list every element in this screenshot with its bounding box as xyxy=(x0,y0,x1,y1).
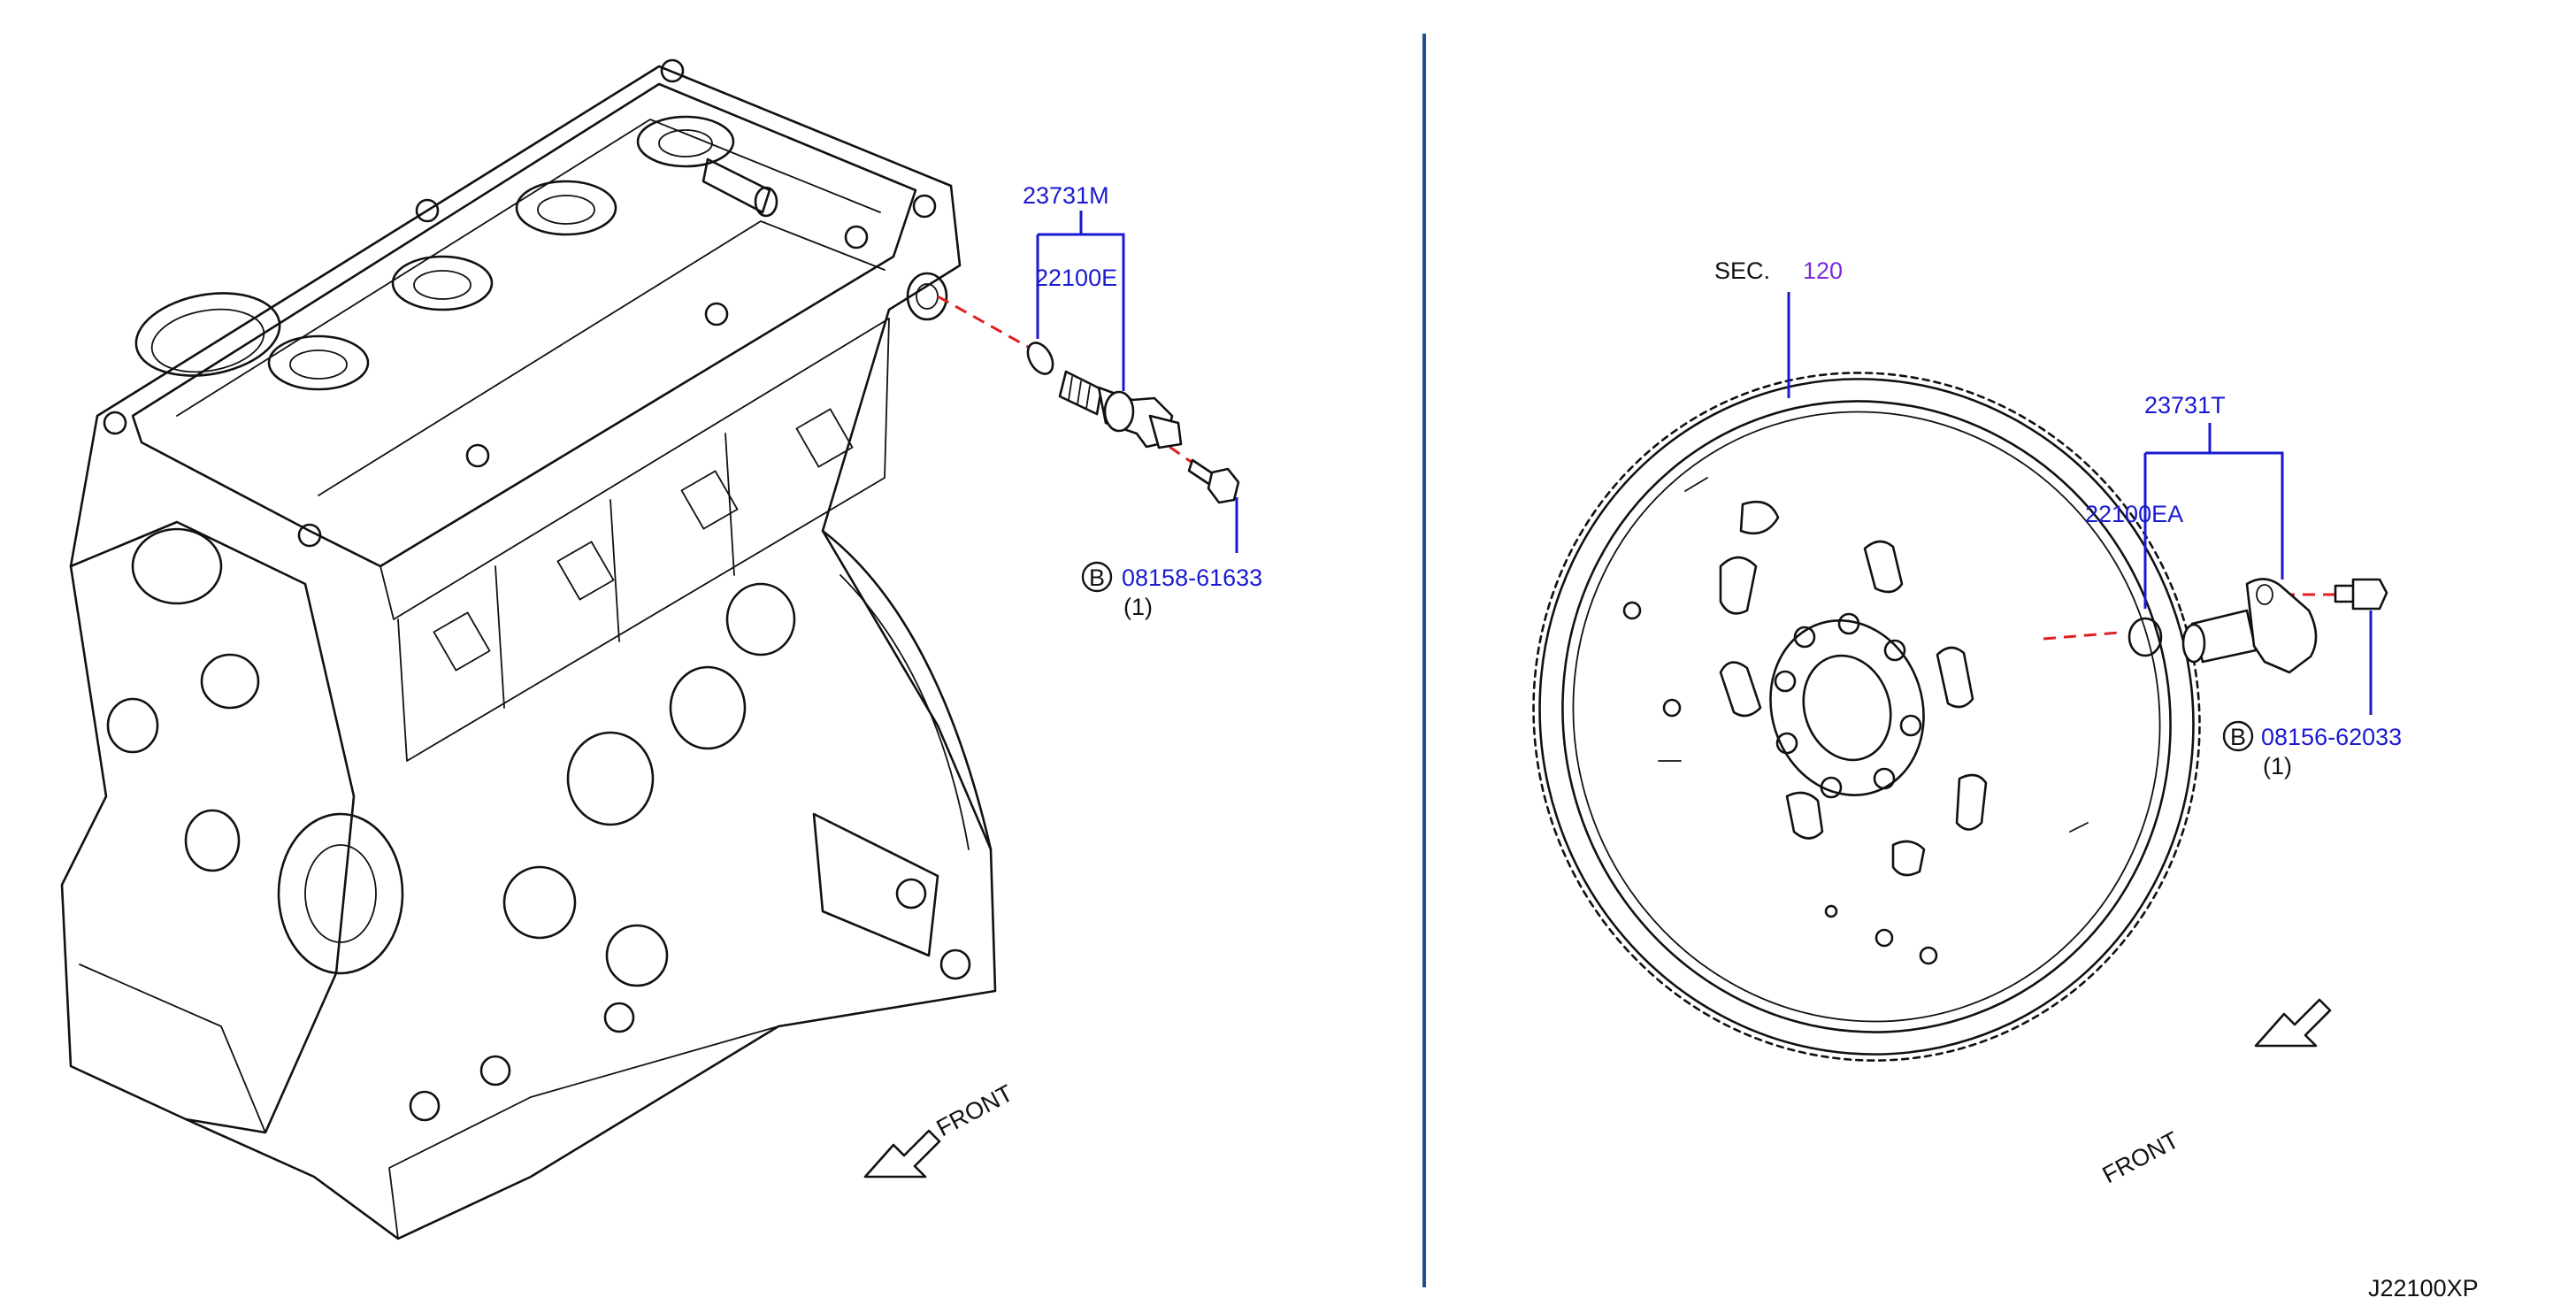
part-label-22100EA: 22100EA xyxy=(2085,501,2183,527)
diagram-id: J22100XP xyxy=(2368,1275,2479,1301)
bolt-right xyxy=(2334,578,2388,610)
bolt-left xyxy=(1187,458,1240,504)
oring-right xyxy=(2128,617,2163,657)
bolt-quantity-right: (1) xyxy=(2263,753,2292,779)
cam-sensor-left xyxy=(1058,370,1183,449)
front-label-left: FRONT xyxy=(932,1079,1017,1141)
engine-block-drawing xyxy=(60,58,997,1240)
callout-lines-23731T xyxy=(2143,423,2284,609)
bolt-quantity-left: (1) xyxy=(1123,594,1153,620)
bolt-marker-circle-left xyxy=(1081,561,1113,593)
bolt-marker-right: B xyxy=(2230,724,2246,750)
part-label-23731T: 23731T xyxy=(2144,392,2226,418)
front-label-right: FRONT xyxy=(2098,1126,2183,1188)
part-label-22100E: 22100E xyxy=(1035,265,1117,291)
oring-left xyxy=(1026,342,1054,375)
front-arrow-right-icon xyxy=(2254,998,2332,1048)
section-number: 120 xyxy=(1803,257,1843,284)
part-label-23731M: 23731M xyxy=(1023,182,1109,209)
part-label-08156-62033: 08156-62033 xyxy=(2261,724,2402,750)
callout-lines-23731M xyxy=(1036,211,1125,391)
crank-sensor-right xyxy=(2181,578,2318,674)
section-prefix: SEC. xyxy=(1714,257,1770,284)
part-label-08158-61633: 08158-61633 xyxy=(1122,564,1262,591)
front-arrow-left-icon xyxy=(863,1129,941,1179)
left-guide-dash-boss xyxy=(937,295,1029,349)
bolt-marker-circle-right xyxy=(2222,720,2254,752)
bolt-marker-left: B xyxy=(1089,564,1105,591)
right-guide-dash-ring xyxy=(2043,631,2120,641)
